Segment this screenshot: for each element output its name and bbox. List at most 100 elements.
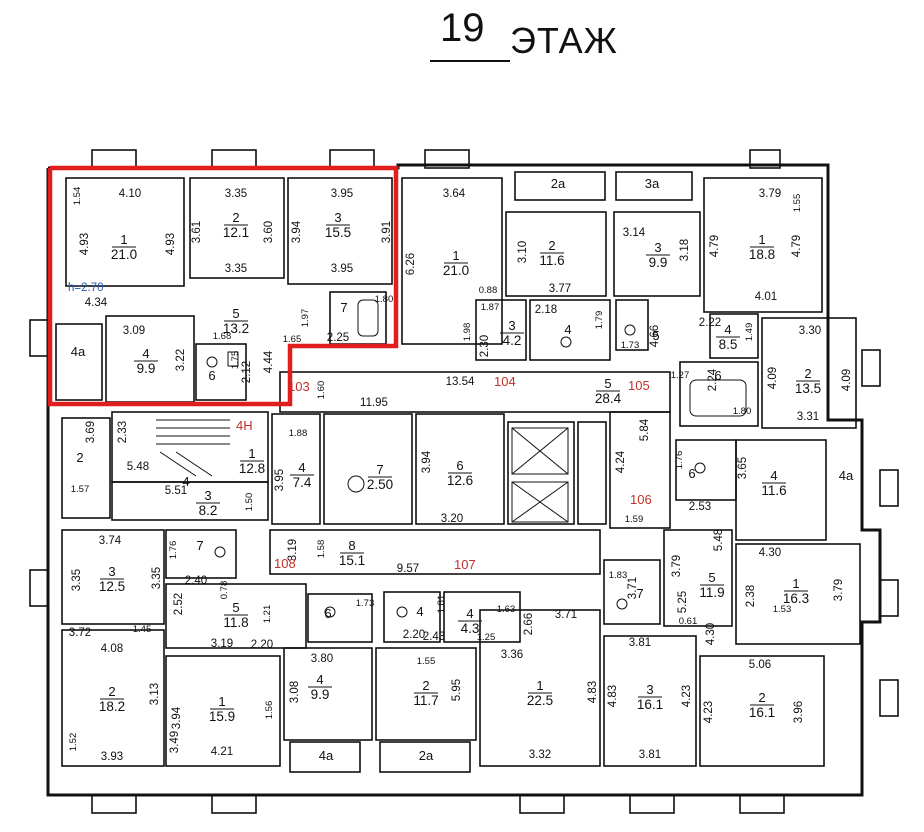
dimension-label: 4.08 — [101, 643, 123, 655]
dimension-label: 3.18 — [679, 239, 691, 261]
dimension-label: 4.30 — [759, 547, 781, 559]
room-number: 3 — [654, 240, 661, 255]
dimension-label: 4.79 — [709, 235, 721, 257]
room-area: 8.5 — [719, 337, 738, 352]
room-number: 2 — [232, 210, 239, 225]
dimension-label: 3.08 — [289, 681, 301, 703]
room-label: 6 — [714, 368, 721, 383]
dimension-label: 1.80 — [375, 294, 394, 305]
room-label: 4а — [319, 748, 334, 763]
dimension-label: 1.68 — [213, 331, 232, 342]
room-area: 22.5 — [527, 693, 553, 708]
dimension-label: 0.61 — [679, 616, 698, 627]
room-label: 4а — [71, 344, 86, 359]
room-label: 4 — [564, 322, 571, 337]
dimension-label: 3.64 — [443, 188, 466, 200]
room-area: 4.3 — [461, 621, 480, 636]
dimension-label: 1.63 — [497, 604, 516, 615]
room-104-label: 104 — [494, 374, 516, 389]
dimension-label: 2.20 — [251, 639, 273, 651]
dimension-label: 3.32 — [529, 749, 551, 761]
dimension-label: 3.94 — [421, 450, 433, 473]
dimension-label: 3.71 — [555, 609, 577, 621]
dimension-label: 4.44 — [263, 350, 275, 373]
dimension-label: 4.66 — [649, 325, 661, 347]
dimension-label: 3.31 — [797, 411, 819, 423]
room-number: 8 — [348, 538, 355, 553]
dimension-label: 0.78 — [219, 581, 230, 600]
dimension-label: 3.36 — [501, 649, 523, 661]
room-area: 11.6 — [761, 483, 786, 498]
dimension-label: 3.94 — [171, 706, 183, 729]
dimension-label: 3.72 — [69, 627, 91, 639]
room-105-label: 105 — [628, 378, 650, 393]
room-number: 7 — [376, 462, 383, 477]
room-106-label: 106 — [630, 492, 652, 507]
room-area: 18.2 — [99, 699, 125, 714]
room-label: 6 — [688, 466, 695, 481]
stair-label: 4Н — [236, 418, 253, 433]
room-number: 3 — [334, 210, 341, 225]
dimension-label: 3.81 — [639, 749, 661, 761]
room-number: 4 — [724, 322, 731, 337]
dimension-label: 3.19 — [211, 638, 233, 650]
dimension-label: 4.24 — [615, 450, 627, 473]
dimension-label: 2.43 — [423, 631, 445, 643]
dimension-label: 2.53 — [689, 501, 711, 513]
room-area: 15.1 — [339, 553, 365, 568]
room-number: 1 — [758, 232, 765, 247]
dimension-label: 2.12 — [241, 361, 253, 383]
dimension-label: 4.83 — [587, 681, 599, 703]
dimension-label: 0.88 — [479, 285, 498, 296]
room-number: 4 — [142, 346, 149, 361]
dimension-label: 3.49 — [169, 731, 181, 753]
dimension-label: 1.25 — [477, 632, 496, 643]
dimension-label: 3.19 — [287, 539, 299, 561]
dimension-label: 5.48 — [713, 529, 725, 551]
dimension-label: 4.93 — [79, 233, 91, 255]
room-area: 9.9 — [311, 687, 330, 702]
dimension-label: 3.69 — [85, 421, 97, 443]
dimension-label: 1.75 — [230, 351, 241, 370]
room-number: 3 — [508, 318, 515, 333]
dimension-label: 1.21 — [262, 605, 273, 624]
dimension-label: 1.58 — [316, 540, 327, 559]
dimension-label: 3.30 — [799, 325, 821, 337]
dimension-label: 5.06 — [749, 659, 771, 671]
room-label: 6 — [208, 368, 215, 383]
room-number: 5 — [232, 306, 239, 321]
dimension-label: 1.76 — [674, 451, 685, 470]
dimension-label: 4.10 — [119, 188, 141, 200]
dimension-label: 4.34 — [85, 297, 108, 309]
room-area: 18.8 — [749, 247, 775, 262]
dimension-label: 2.40 — [185, 575, 207, 587]
dimension-label: 3.79 — [671, 555, 683, 577]
room-area: 11.6 — [539, 253, 564, 268]
room-label: 4 — [182, 474, 189, 489]
dimension-label: 3.35 — [225, 263, 247, 275]
dimension-label: 1.27 — [671, 370, 690, 381]
room-area: 16.1 — [749, 705, 775, 720]
room-107-label: 107 — [454, 557, 476, 572]
dimension-label: 3.91 — [381, 221, 393, 243]
ceiling-height-label: h=2.70 — [68, 282, 104, 294]
dimension-label: 1.83 — [609, 570, 628, 581]
dimension-label: 2.22 — [699, 317, 721, 329]
room-108-label: 108 — [274, 556, 296, 571]
dimension-label: 1.45 — [133, 624, 152, 635]
dimension-label: 3.95 — [331, 263, 353, 275]
room-area: 28.4 — [595, 391, 622, 406]
room-area: 7.4 — [293, 475, 312, 490]
room-number: 3 — [108, 564, 115, 579]
dimension-label: 1.87 — [481, 302, 500, 313]
dimension-label: 1.53 — [773, 604, 792, 615]
dimension-label: 3.35 — [151, 567, 163, 589]
dimension-label: 4.01 — [755, 291, 777, 303]
dimension-label: 2.30 — [479, 335, 491, 357]
room-area: 16.3 — [783, 591, 809, 606]
dimension-label: 4.09 — [841, 369, 853, 391]
dimension-label: 13.54 — [446, 376, 475, 388]
dimension-label: 2.66 — [523, 613, 535, 635]
